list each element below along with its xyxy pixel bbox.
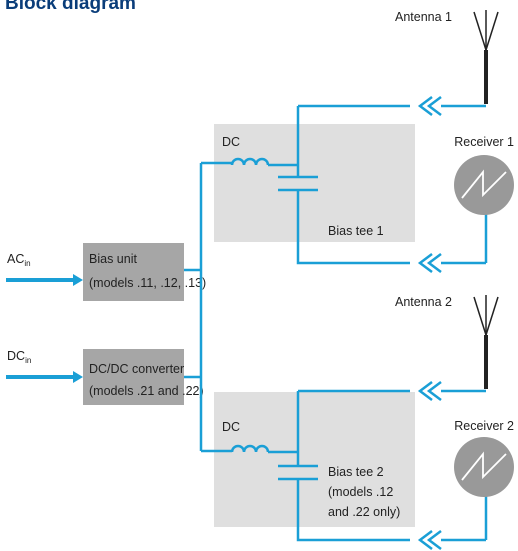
diagram-title: Block diagram [5, 0, 136, 14]
bias-tee-2-dc-label: DC [222, 420, 240, 434]
receiver-2-label: Receiver 2 [454, 419, 514, 433]
bias-tee-2-capacitor [278, 464, 318, 481]
antenna-1-label: Antenna 1 [395, 10, 452, 24]
antenna-2-label: Antenna 2 [395, 295, 452, 309]
dcdc-converter-title: DC/DC converter [89, 362, 184, 376]
bias-unit-block [83, 243, 184, 301]
bias-unit-title: Bias unit [89, 252, 137, 266]
bias-tee-1-box [214, 124, 415, 242]
connector-receiver-1 [417, 212, 488, 273]
dc-input-subscript: in [25, 356, 31, 365]
ac-input: ACin [6, 252, 83, 286]
receiver-1-icon [454, 155, 514, 215]
bias-tee-1-wiring [268, 104, 410, 265]
ac-input-subscript: in [24, 259, 30, 268]
bias-unit-models: (models .11, .12, .13) [89, 276, 206, 290]
dc-bus-wiring [184, 161, 232, 453]
connector-receiver-2 [417, 496, 488, 550]
antenna-1-icon [473, 10, 499, 104]
receiver-2-icon [454, 437, 514, 497]
connector-antenna-2 [417, 381, 486, 401]
bias-tee-2-box [214, 392, 415, 527]
ac-input-label: AC [7, 252, 24, 266]
dcdc-converter-models: (models .21 and .22) [89, 384, 204, 398]
bias-tee-1-dc-label: DC [222, 135, 240, 149]
bias-tee-2-label: Bias tee 2 [328, 465, 384, 479]
receiver-1-label: Receiver 1 [454, 135, 514, 149]
dcdc-converter-block [83, 349, 184, 405]
bias-tee-1-label: Bias tee 1 [328, 224, 384, 238]
antenna-2-icon [473, 295, 499, 389]
dc-input-label: DC [7, 349, 25, 363]
bias-tee-1-inductor [230, 157, 270, 166]
bias-tee-1-capacitor [278, 175, 318, 192]
bias-tee-2-inductor [230, 444, 270, 453]
dc-input: DCin [6, 349, 83, 383]
bias-tee-2-models-line1: (models .12 [328, 485, 393, 499]
svg-text:DCin: DCin [7, 349, 31, 365]
svg-text:ACin: ACin [7, 252, 31, 268]
bias-tee-2-wiring [268, 389, 410, 542]
connector-antenna-1 [417, 96, 486, 116]
bias-tee-2-models-line2: and .22 only) [328, 505, 400, 519]
